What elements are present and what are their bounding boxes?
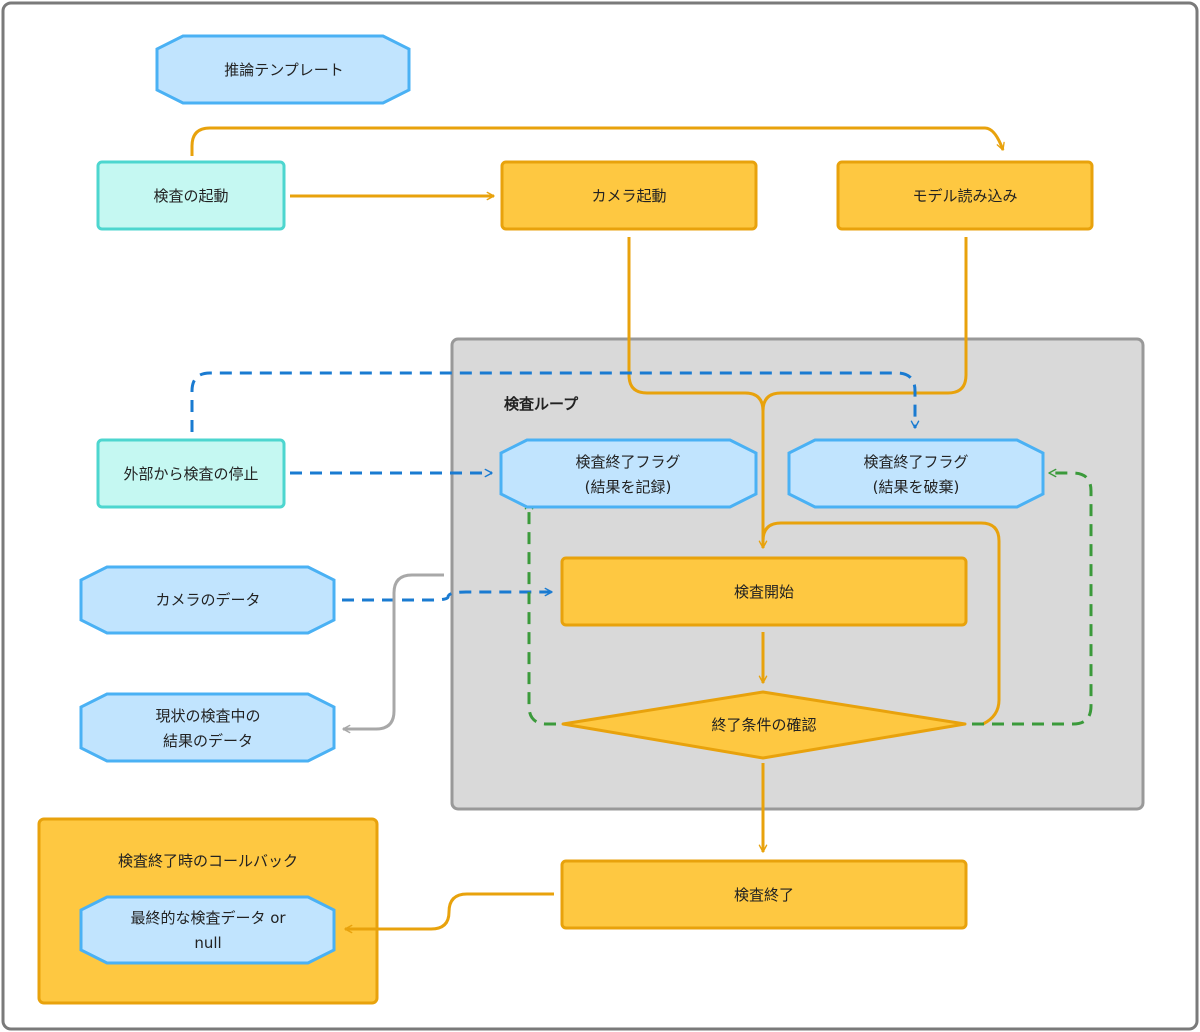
svg-text:検査終了フラグ: 検査終了フラグ: [575, 453, 680, 471]
node-inspection-end: 検査終了: [560, 859, 968, 930]
svg-text:終了条件の確認: 終了条件の確認: [711, 716, 816, 734]
edge-camera-to-begin: [627, 237, 768, 549]
edge-check-to-record: [524, 501, 556, 726]
svg-text:null: null: [194, 934, 221, 952]
edge-model-to-begin: [761, 237, 968, 412]
edge-check-loop-back: [761, 521, 1001, 726]
node-end-condition: 終了条件の確認: [561, 690, 967, 760]
edge-external-to-discard: [190, 371, 920, 432]
node-camera-data: カメラのデータ: [79, 565, 336, 635]
svg-text:カメラ起動: カメラ起動: [591, 187, 666, 205]
svg-text:(結果を破棄): (結果を破棄): [873, 478, 960, 496]
node-external-stop: 外部から検査の停止: [96, 438, 286, 509]
edge-check-to-discard: [972, 468, 1093, 726]
svg-text:検査終了フラグ: 検査終了フラグ: [863, 453, 968, 471]
svg-text:検査の起動: 検査の起動: [153, 187, 228, 205]
node-model-load: モデル読み込み: [836, 160, 1094, 231]
svg-text:検査開始: 検査開始: [734, 583, 794, 601]
svg-text:推論テンプレート: 推論テンプレート: [224, 61, 344, 79]
svg-text:(結果を記録): (結果を記録): [585, 478, 672, 496]
svg-text:外部から検査の停止: 外部から検査の停止: [123, 465, 258, 483]
node-flag-discard: 検査終了フラグ (結果を破棄): [787, 438, 1045, 509]
node-current-result: 現状の検査中の 結果のデータ: [79, 692, 336, 763]
edge-loop-to-current-result: [342, 573, 444, 734]
node-camera-start: カメラ起動: [500, 160, 758, 231]
node-start-inspection: 検査の起動: [96, 160, 286, 231]
svg-text:カメラのデータ: カメラのデータ: [155, 591, 260, 609]
node-flag-record: 検査終了フラグ (結果を記録): [499, 438, 758, 509]
node-final-data: 最終的な検査データ or null: [79, 895, 336, 965]
node-template: 推論テンプレート: [155, 34, 411, 105]
svg-text:結果のデータ: 結果のデータ: [163, 732, 253, 750]
callback-group-title: 検査終了時のコールバック: [118, 852, 298, 870]
loop-group-title: 検査ループ: [504, 395, 579, 413]
node-inspection-begin: 検査開始: [560, 556, 968, 627]
svg-text:モデル読み込み: モデル読み込み: [912, 187, 1017, 205]
edge-cameradata-to-begin: [342, 587, 553, 602]
edge-start-to-model: [190, 126, 1005, 156]
edge-end-to-final: [344, 892, 554, 934]
svg-text:現状の検査中の: 現状の検査中の: [155, 707, 260, 725]
svg-text:最終的な検査データ or: 最終的な検査データ or: [130, 909, 286, 927]
svg-text:検査終了: 検査終了: [734, 886, 794, 904]
